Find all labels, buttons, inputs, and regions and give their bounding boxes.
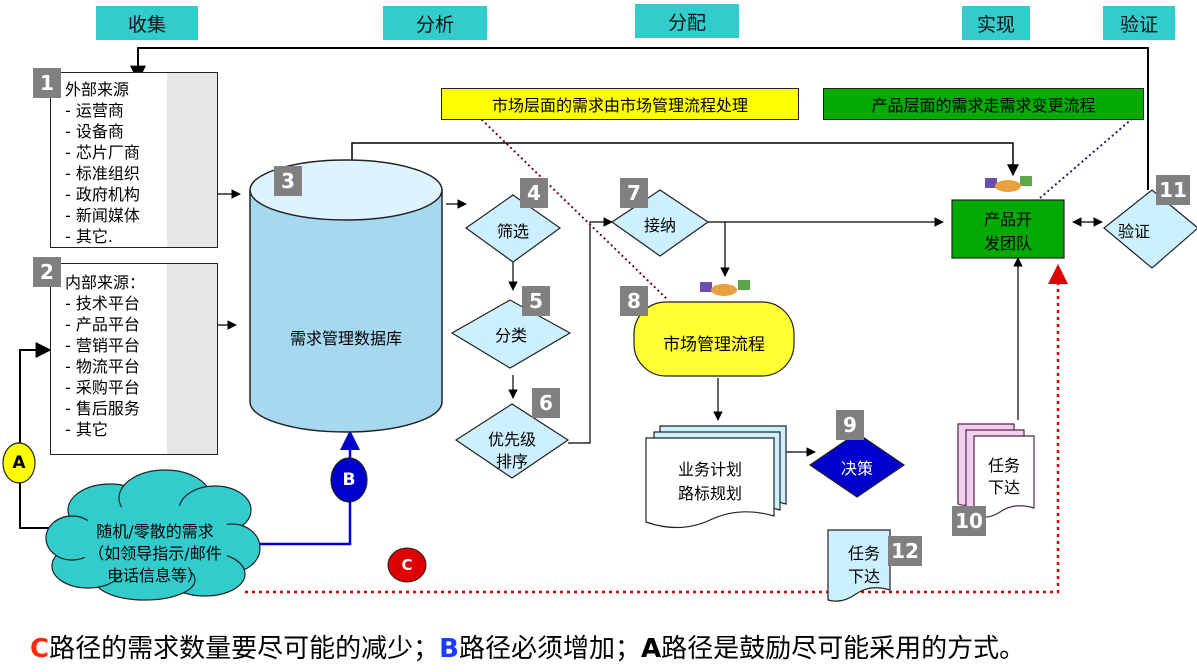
bottom-note-b-text: 路径必须增加； — [458, 634, 641, 664]
filter-diamond — [464, 194, 562, 263]
internal-sources-box: 内部来源： - 技术平台 - 产品平台 - 营销平台 - 物流平台 - 采购平台… — [50, 263, 218, 455]
dev-team-label-2: 发团队 — [983, 234, 1032, 253]
step-number-12: 12 — [888, 536, 922, 566]
internal-sources-title: 内部来源： — [65, 273, 146, 292]
list-item: - 政府机构 — [65, 185, 140, 204]
list-item: - 其它. — [65, 227, 113, 246]
step-number-1: 1 — [33, 68, 61, 98]
handshake-icon-team — [985, 176, 1032, 192]
bottom-note-b: B — [439, 634, 459, 664]
list-item: - 芯片厂商 — [65, 143, 140, 162]
random-demand-cloud — [45, 469, 261, 601]
external-sources-title: 外部来源 — [65, 80, 130, 99]
random-demand-line-3: 电话信息等） — [106, 566, 203, 585]
list-item: - 新闻媒体 — [65, 206, 140, 225]
market-level-callout: 市场层面的需求由市场管理流程处理 — [441, 88, 799, 120]
phase-allocate: 分配 — [635, 4, 739, 38]
list-item: - 营销平台 — [65, 336, 140, 355]
step-number-7: 7 — [620, 178, 648, 208]
step-number-5: 5 — [522, 286, 550, 316]
task10-document-stack — [957, 423, 1035, 518]
phase-implement: 实现 — [962, 6, 1030, 40]
path-a-circle — [2, 442, 36, 484]
external-sources-box: 外部来源 - 运营商 - 设备商 - 芯片厂商 - 标准组织 - 政府机构 - … — [50, 72, 218, 248]
path-a-letter: A — [12, 453, 26, 473]
step-number-4: 4 — [520, 178, 548, 208]
list-item: - 设备商 — [65, 122, 124, 141]
list-item: - 物流平台 — [65, 357, 140, 376]
list-item: - 技术平台 — [65, 294, 140, 313]
path-c-letter: C — [401, 556, 413, 574]
path-a-line — [19, 342, 70, 529]
verify-diamond — [1103, 189, 1197, 269]
filter-label: 筛选 — [496, 222, 529, 241]
plan-label-1: 业务计划 — [677, 460, 742, 479]
step-number-9: 9 — [836, 410, 864, 440]
market-process-shape — [633, 301, 795, 377]
dev-team-label-1: 产品开 — [983, 210, 1032, 229]
decision-diamond — [808, 432, 906, 498]
step-number-6: 6 — [532, 388, 560, 418]
list-item: - 售后服务 — [65, 399, 140, 418]
bottom-note-c: C — [30, 634, 50, 664]
step-number-3: 3 — [274, 166, 302, 196]
priority-diamond — [454, 403, 570, 479]
list-item: - 采购平台 — [65, 378, 140, 397]
priority-label-1: 优先级 — [487, 430, 536, 449]
dev-team-box — [951, 199, 1065, 259]
bottom-note-a: A — [640, 634, 662, 664]
verify-label: 验证 — [1117, 222, 1150, 241]
path-c-circle — [387, 547, 427, 583]
market-process-label: 市场管理流程 — [663, 335, 765, 355]
task10-label-2: 下达 — [987, 478, 1020, 497]
classify-label: 分类 — [494, 326, 527, 345]
task12-document — [827, 529, 891, 602]
random-demand-line-2: （如领导指示/邮件 — [88, 544, 222, 563]
phase-collect: 收集 — [96, 6, 198, 40]
bottom-note-a-text: 路径是鼓励尽可能采用的方式。 — [661, 634, 1026, 664]
phase-verify: 验证 — [1103, 6, 1175, 40]
path-b-circle — [330, 457, 368, 503]
task10-label-1: 任务 — [987, 456, 1020, 475]
path-b-letter: B — [342, 470, 356, 490]
random-demand-line-1: 随机/零散的需求 — [96, 522, 214, 541]
database-label: 需求管理数据库 — [289, 329, 402, 348]
list-item: - 运营商 — [65, 101, 124, 120]
plan-document-stack — [645, 425, 787, 529]
step-number-8: 8 — [620, 286, 648, 316]
step-number-2: 2 — [33, 257, 61, 287]
list-item: - 标准组织 — [65, 164, 140, 183]
list-item: - 其它 — [65, 420, 108, 439]
accept-label: 接纳 — [643, 216, 676, 235]
decision-label: 决策 — [840, 459, 873, 478]
feedback-line — [130, 47, 1149, 190]
bottom-note-c-text: 路径的需求数量要尽可能的减少； — [49, 634, 440, 664]
list-item: - 产品平台 — [65, 315, 140, 334]
task12-label-2: 下达 — [847, 567, 880, 586]
task12-label-1: 任务 — [847, 544, 880, 563]
bottom-note: C路径的需求数量要尽可能的减少；B路径必须增加；A路径是鼓励尽可能采用的方式。 — [30, 628, 1025, 665]
priority-label-2: 排序 — [495, 452, 528, 471]
handshake-icon-market — [700, 280, 750, 296]
classify-diamond — [450, 299, 572, 369]
step-number-11: 11 — [1156, 175, 1190, 205]
step-number-10: 10 — [952, 506, 986, 536]
phase-analyze: 分析 — [383, 6, 487, 40]
plan-label-2: 路标规划 — [677, 484, 742, 503]
product-level-callout: 产品层面的需求走需求变更流程 — [823, 88, 1144, 120]
database-cylinder — [249, 159, 443, 433]
path-c-line — [245, 264, 1068, 594]
